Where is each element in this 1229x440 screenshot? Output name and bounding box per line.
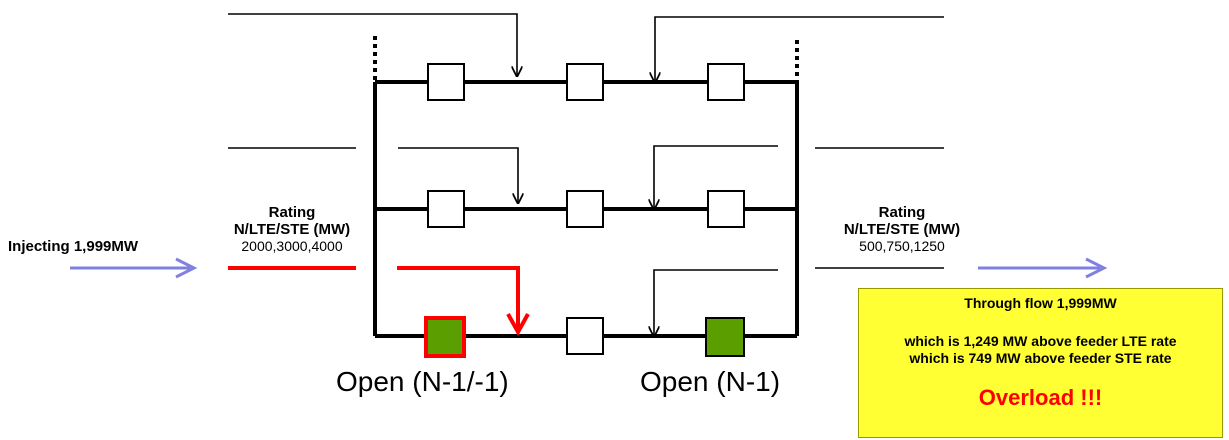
overload-arrowhead — [506, 313, 530, 337]
breaker-2-3 — [707, 190, 745, 228]
rating-right-title: Rating — [878, 204, 926, 221]
breaker-1-3 — [707, 63, 745, 101]
injection-label: Injecting 1,999MW — [8, 238, 139, 255]
rating-right-subtitle: N/LTE/STE (MW) — [843, 221, 961, 238]
overload-alert: Overload !!! — [978, 385, 1103, 410]
breaker-2-1 — [427, 190, 465, 228]
feeder-in-1 — [228, 13, 517, 76]
rating-left: Rating N/LTE/STE (MW) 2000,3000,4000 — [212, 204, 372, 255]
overload-info-box: Through flow 1,999MW which is 1,249 MW a… — [858, 288, 1223, 438]
through-flow-arrowhead — [1085, 257, 1108, 279]
rating-left-title: Rating — [268, 204, 316, 221]
info-ste-excess: which is 749 MW above feeder STE rate — [909, 350, 1172, 366]
feeder-out-1 — [655, 16, 944, 82]
breaker-3-2 — [566, 317, 604, 355]
feeder-out-3 — [654, 269, 778, 336]
open-n1-label: Open (N-1) — [640, 366, 781, 397]
rating-right-values: 500,750,1250 — [859, 238, 945, 254]
feeder-out-2 — [654, 145, 778, 209]
breaker-open-n11 — [424, 316, 466, 358]
rating-left-values: 2000,3000,4000 — [241, 238, 343, 254]
breaker-1-1 — [427, 63, 465, 101]
open-n11-label: Open (N-1/-1) — [336, 366, 509, 397]
info-lte-excess: which is 1,249 MW above feeder LTE rate — [904, 333, 1177, 349]
rating-right: Rating N/LTE/STE (MW) 500,750,1250 — [822, 204, 982, 255]
injection-flow-arrowhead — [175, 257, 198, 279]
breaker-open-n1 — [705, 317, 745, 357]
breaker-1-2 — [566, 63, 604, 101]
feeder-in-2 — [398, 147, 518, 203]
rating-left-subtitle: N/LTE/STE (MW) — [233, 221, 351, 238]
feeder-in-3-overload — [397, 266, 520, 330]
breaker-2-2 — [566, 190, 604, 228]
info-through-flow: Through flow 1,999MW — [964, 295, 1117, 311]
